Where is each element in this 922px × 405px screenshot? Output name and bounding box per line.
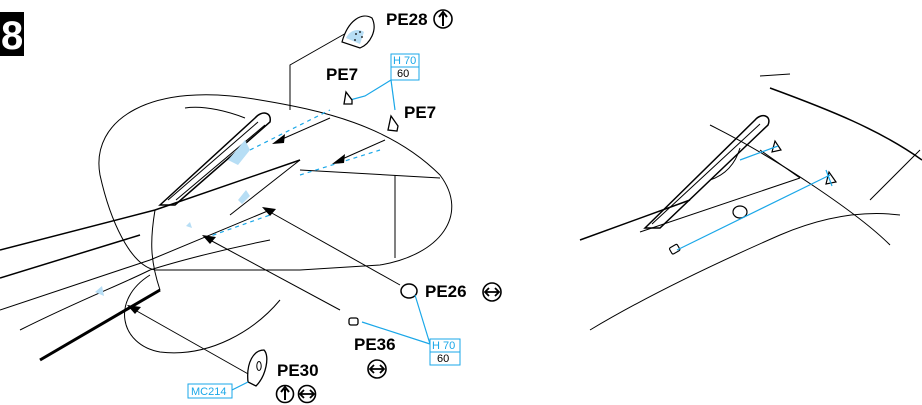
step-number: 8 (1, 14, 23, 58)
wing-underside (124, 274, 281, 354)
placement-arrows (127, 117, 401, 376)
label-pe26: PE26 (425, 282, 467, 301)
flip-side-icon (482, 282, 502, 302)
part-pe36: PE36 (348, 317, 396, 379)
label-pe36: PE36 (354, 335, 396, 354)
spec-bottom-value: 60 (437, 353, 449, 365)
fuselage-lower (39, 288, 161, 362)
blade-antenna (158, 112, 271, 206)
left-main-view: PE28 H 70 60 PE7 PE7 PE26 (0, 9, 502, 404)
part-pe28: PE28 (341, 9, 453, 49)
spec-bottom-code: H 70 (432, 340, 455, 352)
part-pe26: PE26 (400, 282, 502, 302)
flip-up-icon (275, 384, 295, 404)
spec-box-bottom: H 70 60 (361, 294, 461, 366)
flip-side-icon (367, 359, 387, 379)
flip-up-icon (433, 9, 453, 29)
right-detail-view (579, 73, 922, 331)
step-number-badge: 8 (0, 12, 24, 58)
detail-blade-antenna (643, 114, 770, 229)
part-pe7-left: PE7 (326, 65, 358, 105)
spec-top-code: H 70 (393, 55, 416, 67)
fuselage-upper (0, 159, 301, 251)
label-pe28: PE28 (386, 10, 428, 29)
flip-side-icon (297, 384, 317, 404)
wing-outline (98, 94, 453, 271)
mc-label: MC214 (191, 386, 226, 398)
spec-box-top: H 70 60 (349, 53, 420, 111)
spec-top-value: 60 (397, 68, 409, 80)
detail-wing-edge (769, 87, 922, 161)
label-pe7-right: PE7 (404, 103, 436, 122)
part-pe7-right: PE7 (387, 103, 436, 132)
label-pe30: PE30 (277, 361, 319, 380)
part-pe30: PE30 MC214 (187, 349, 319, 404)
label-pe7-left: PE7 (326, 65, 358, 84)
